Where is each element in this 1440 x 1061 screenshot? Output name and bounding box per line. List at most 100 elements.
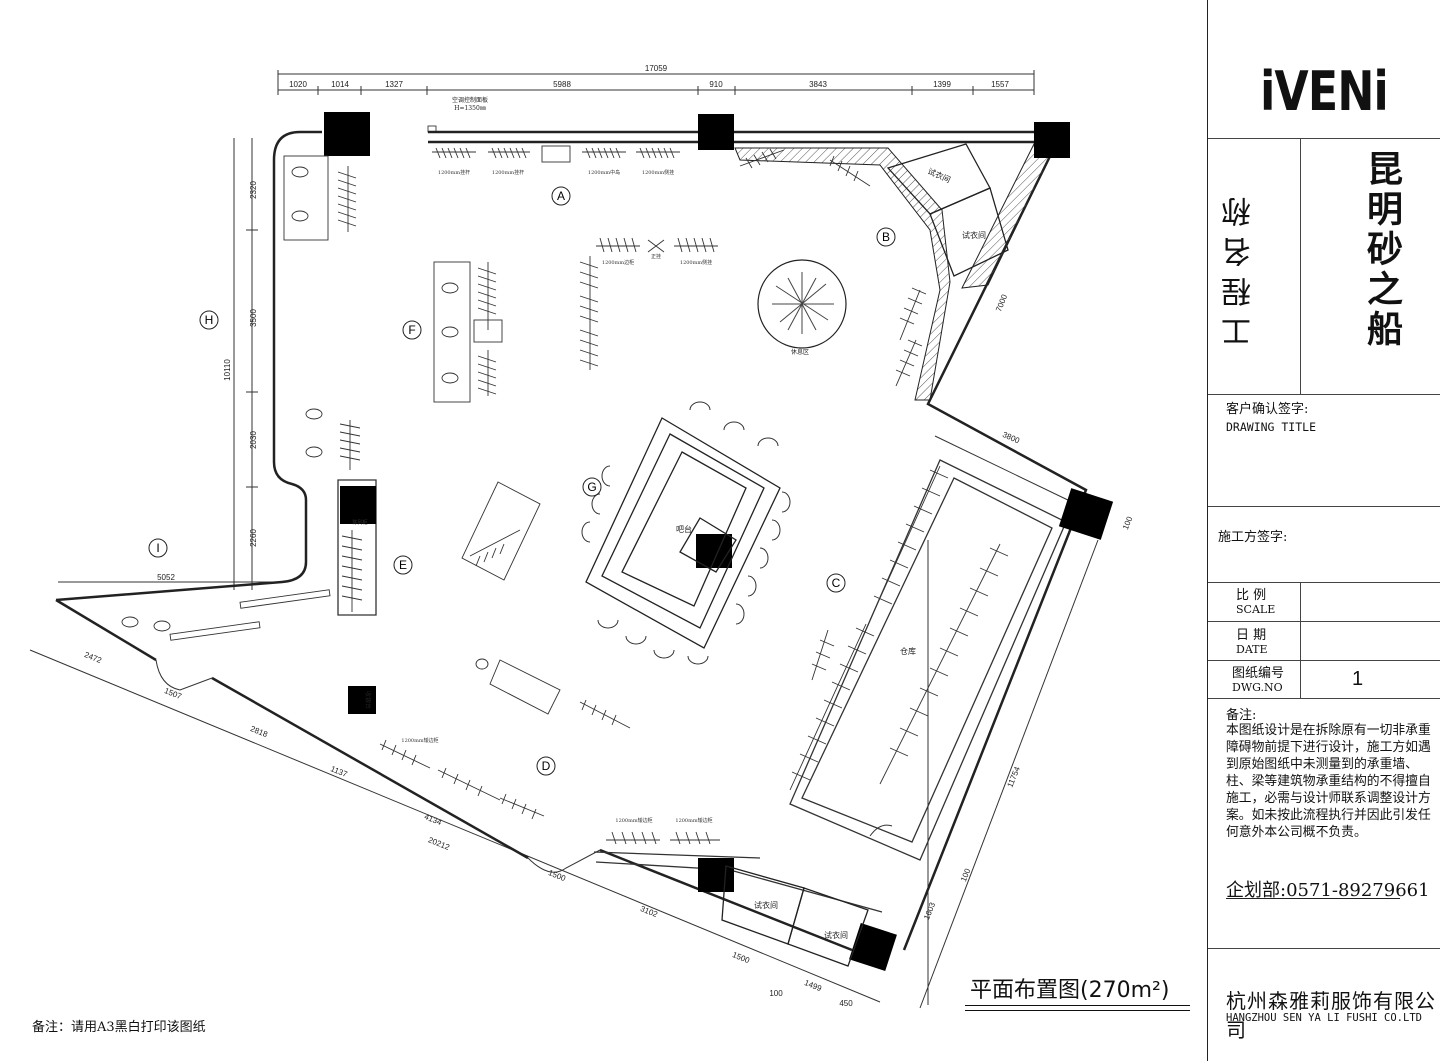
hatched-wall-curve	[734, 147, 951, 401]
fitting-rooms-top	[886, 143, 1009, 277]
dim-top: 3843	[809, 80, 827, 89]
dim-bottom: 1499	[803, 978, 823, 993]
phone: 企划部:0571-89279661	[1226, 880, 1430, 901]
bar-label: 吧台	[676, 524, 692, 534]
zone-a: A	[551, 186, 571, 206]
date-label: 日 期	[1236, 628, 1267, 643]
dim-left: 3500	[249, 309, 258, 327]
zone-h: H	[199, 310, 219, 330]
dwg-label-en: DWG.NO	[1232, 681, 1283, 694]
dim-top: 1399	[933, 80, 951, 89]
dim-right: 11754	[1005, 765, 1022, 789]
svg-text:1200mm矮边柜: 1200mm矮边柜	[675, 817, 712, 824]
divider	[1208, 698, 1440, 699]
dim-right: 7000	[994, 293, 1009, 313]
dim-top: 910	[709, 80, 723, 89]
svg-text:D: D	[542, 759, 551, 773]
doors	[155, 659, 893, 873]
print-note: 备注：请用A3黑白打印该图纸	[32, 1020, 206, 1035]
dim-bottom: 1137	[329, 764, 349, 779]
dim-right: 100	[1121, 515, 1135, 531]
dim-left-bottom: 5052	[157, 573, 175, 582]
divider	[1208, 582, 1440, 583]
rest-area	[757, 259, 847, 349]
client-sign-label: 客户确认签字:	[1226, 402, 1309, 417]
dim-bottom: 4134	[423, 812, 443, 827]
zone-c: C	[826, 573, 846, 593]
fitting-room-label: 试衣间	[754, 900, 778, 910]
dim-top: 5988	[553, 80, 571, 89]
company-name-en: HANGZHOU SEN YA LI FUSHI CO.LTD	[1226, 1012, 1422, 1024]
dim-left: 2030	[249, 431, 258, 449]
dim-bottom: 1500	[547, 868, 567, 883]
outer-walls	[55, 130, 1088, 952]
date-label-en: DATE	[1236, 643, 1268, 656]
phone-underline	[1226, 898, 1400, 899]
divider	[1208, 660, 1440, 661]
title-block: iVENi 工程名称 昆明砂之船 客户确认签字: DRAWING TITLE 施…	[1207, 0, 1440, 1061]
svg-text:正挂: 正挂	[651, 253, 661, 260]
dim-bottom: 450	[839, 999, 853, 1008]
project-name: 昆明砂之船	[1361, 150, 1403, 350]
bar-counter	[585, 417, 781, 649]
builder-sign-label: 施工方签字:	[1218, 530, 1288, 545]
project-label: 工程名称	[1222, 187, 1257, 348]
dimension-text: 17059 1020 1014 1327 5988 910 3843 1399 …	[83, 64, 1135, 1008]
zone-b: B	[876, 227, 896, 247]
bar-stools	[581, 401, 791, 665]
dim-bottom: 1507	[163, 686, 183, 701]
zone-markers: A B C D E F G H I	[148, 186, 896, 776]
fitting-room-label: 试衣间	[824, 930, 848, 940]
plan-title: 平面布置图(270m²)	[970, 978, 1170, 1003]
divider	[1208, 394, 1440, 395]
zone-g: G	[582, 477, 602, 497]
divider	[1300, 138, 1301, 394]
svg-text:F: F	[408, 323, 415, 337]
scale-label-en: SCALE	[1236, 603, 1276, 616]
fitting-room-label: 试衣间	[926, 166, 952, 185]
svg-text:C: C	[832, 576, 841, 590]
divider	[1208, 506, 1440, 507]
rack-captions: 1200mm挂杆 1200mm挂杆 1200mm中岛 1200mm侧挂 正挂 1…	[352, 169, 712, 824]
svg-text:1200mm挂杆: 1200mm挂杆	[492, 169, 524, 176]
dim-top: 1014	[331, 80, 349, 89]
structural-columns	[324, 112, 1114, 971]
divider	[1208, 138, 1440, 139]
dim-bottom: 1500	[731, 950, 751, 965]
dim-top: 1557	[991, 80, 1009, 89]
floor-plan: A B C D E F G H I 17059 1020 1014 1327 5…	[29, 64, 1135, 1009]
zone-e: E	[393, 555, 413, 575]
drawing-title-label: DRAWING TITLE	[1226, 420, 1317, 434]
svg-text:I: I	[156, 541, 159, 555]
svg-text:1200mm矮边柜: 1200mm矮边柜	[615, 817, 652, 824]
room-labels: 试衣间 试衣间 试衣间 试衣间 吧台 仓库 休息区 收银台 空调控制面板 H=1…	[364, 96, 986, 940]
svg-text:E: E	[399, 558, 407, 572]
title-underline	[965, 1010, 1190, 1011]
ac-panel-label: 空调控制面板	[452, 96, 488, 104]
dwg-number: 1	[1352, 668, 1364, 690]
title-underline	[965, 1005, 1190, 1006]
dim-bottom: 100	[769, 989, 783, 998]
rest-label: 休息区	[791, 348, 809, 356]
dim-top: 1020	[289, 80, 307, 89]
divider	[1208, 621, 1440, 622]
svg-text:1200mm中岛: 1200mm中岛	[588, 169, 620, 176]
svg-text:1200mm边柜: 1200mm边柜	[602, 259, 634, 266]
brand-logo: iVENi	[1260, 60, 1389, 123]
fitting-rooms-bottom	[721, 865, 869, 967]
svg-text:H: H	[205, 313, 214, 327]
svg-text:B: B	[882, 230, 890, 244]
svg-text:G: G	[587, 480, 596, 494]
svg-text:1200mm侧挂: 1200mm侧挂	[680, 259, 712, 266]
company-name: 杭州森雅莉服饰有限公司	[1226, 989, 1436, 1042]
fitting-room-label: 试衣间	[962, 230, 986, 240]
svg-text:A: A	[557, 189, 565, 203]
dwg-label: 图纸编号	[1232, 666, 1285, 681]
garment-racks	[283, 145, 1009, 845]
dim-bottom: 2818	[249, 724, 269, 739]
svg-text:1200mm挂杆: 1200mm挂杆	[438, 169, 470, 176]
svg-text:1200mm侧挂: 1200mm侧挂	[642, 169, 674, 176]
zone-d: D	[536, 756, 556, 776]
dim-bottom: 20212	[427, 835, 452, 852]
dim-right: 1603	[922, 901, 937, 921]
